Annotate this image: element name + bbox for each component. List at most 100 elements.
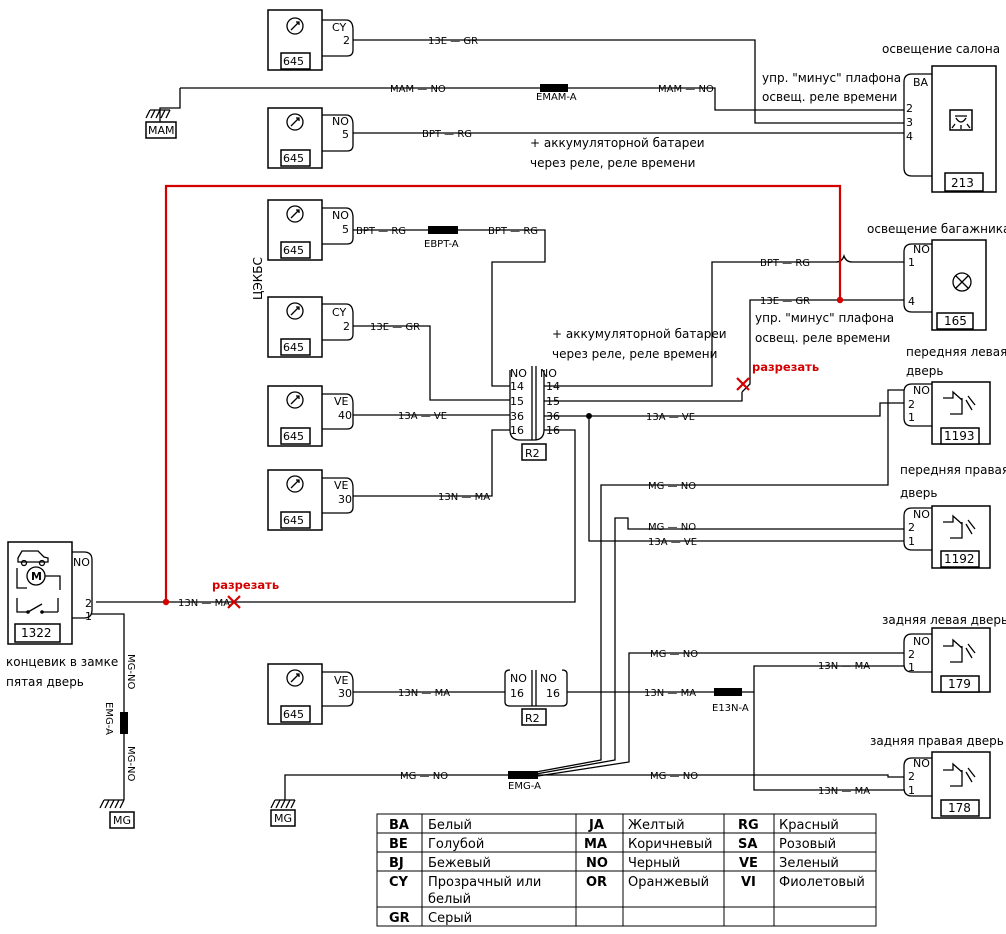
wire-label: 13A — VE [398,411,447,422]
legend-color: Розовый [779,837,836,852]
legend-code: MA [584,837,607,852]
cut-marker-label: разрезать [752,360,819,374]
r2l-left-pin-16: 16 [510,687,524,700]
splice-ebpt-a [428,226,458,234]
pin-number: 5 [342,128,349,141]
component-165: освещение багажника 165 NO 1 4 [867,222,1006,331]
wire-label: 13E — GR [760,296,810,307]
legend-color: Желтый [628,818,685,833]
module-code: 645 [283,152,304,165]
wire-label: MG — NO [400,771,448,782]
notes: упр. "минус" плафона освещ. реле времени… [212,71,901,592]
wire-label: 13N — MA [644,688,696,699]
pin-color: NO [913,243,930,256]
splice-e13n-a [714,688,742,696]
note: упр. "минус" плафона [755,311,894,325]
note: + аккумуляторной батареи [552,327,727,341]
wire-label: 13E — GR [370,322,420,333]
wire-label: 13E — GR [428,36,478,47]
component-title: освещение салона [882,42,1000,56]
pin-3: 3 [906,116,913,129]
component-title-line2: дверь [906,364,943,378]
connector-code: R2 [525,712,540,725]
ecu-side-label: ЦЭКБС [251,257,265,300]
component-code: 179 [948,677,971,691]
module-645-a: 645 CY 2 [267,9,354,71]
pin-color: CY [332,21,346,34]
r2-left-pin-36: 36 [510,410,524,423]
legend-color: Черный [628,856,680,871]
pin-color: VE [334,479,349,492]
component-title: задняя левая дверь [882,613,1006,627]
wire-label: MG — NO [650,649,698,660]
legend-code: RG [738,818,759,833]
pin-color: BA [913,76,929,89]
legend-code: JA [588,818,604,833]
splice-emg-a-vertical [120,712,128,734]
wire-label: BPT — RG [488,226,538,237]
component-1322: M 1322 NO 2 1 концевик в замке пятая две… [6,541,118,689]
wire-label: 13N — MA [818,661,870,672]
legend-code: SA [738,837,757,852]
module-code: 645 [283,55,304,68]
module-code: 645 [283,514,304,527]
component-code: 1322 [21,626,52,640]
pin-number: 30 [338,493,352,506]
module-645-c: 645 NO 5 [267,199,354,261]
component-title-line1: передняя правая [900,463,1006,477]
wire-labels: 13E — GR MAM — NO EMAM-A MAM — NO BPT — … [103,36,870,797]
module-645-f: 645 VE 30 [267,469,354,531]
pin-color: NO [332,209,349,222]
module-code: 645 [283,244,304,257]
splice-emg-a [508,771,538,779]
component-title-line2: дверь [900,486,937,500]
r2-left-pin-15: 15 [510,395,524,408]
legend-color: Бежевый [428,856,491,871]
component-code: 1192 [944,552,975,566]
legend-code: VI [741,875,756,890]
r2-left-pin-16: 16 [510,424,524,437]
legend-color: Белый [428,818,472,833]
motor-symbol: M [31,570,42,583]
module-code: 645 [283,430,304,443]
wire-label: 13N — MA [398,688,450,699]
wire-label: 13A — VE [648,537,697,548]
ground-mg-left: MG [99,799,135,829]
pin-1: 1 [908,411,915,424]
pin-color: NO [332,115,349,128]
pin-color: CY [332,306,346,319]
module-645-e: 645 VE 40 [267,385,354,447]
wire-label: MG — NO [650,771,698,782]
component-code: 165 [944,314,967,328]
pin-4: 4 [906,130,913,143]
pin-2: 2 [908,521,915,534]
legend-code: GR [389,911,410,926]
wire-label: BPT — RG [760,258,810,269]
wire-label: 13N — MA [438,492,490,503]
component-179: задняя левая дверь 179 NO 2 1 [882,613,1006,693]
module-code: 645 [283,708,304,721]
connector-r2-main: R2 NO 14 15 36 16 NO 14 15 36 16 [509,366,560,461]
pin-number: 30 [338,687,352,700]
note: через реле, реле времени [552,347,717,361]
caption-line2: пятая дверь [6,675,84,689]
r2-right-pin-no: NO [540,367,557,380]
legend-color: Зеленый [779,856,839,871]
pin-color: VE [334,674,349,687]
component-178: задняя правая дверь 178 NO 2 1 [870,734,1004,819]
pin-2: 2 [906,102,913,115]
splice-emam-a [540,84,568,92]
component-title-line1: передняя левая [906,345,1006,359]
connector-r2-lower: R2 NO 16 NO 16 [504,669,568,726]
wire-label: 13N — MA [818,786,870,797]
wire-label: EBPT-A [424,239,459,250]
pin-1: 1 [908,784,915,797]
legend-code: CY [389,875,409,890]
ground-label: MAM [148,124,175,137]
wire-label: MG-NO [125,746,136,781]
legend-color: Красный [779,818,839,833]
module-code: 645 [283,341,304,354]
legend-color-cont: белый [428,892,471,907]
